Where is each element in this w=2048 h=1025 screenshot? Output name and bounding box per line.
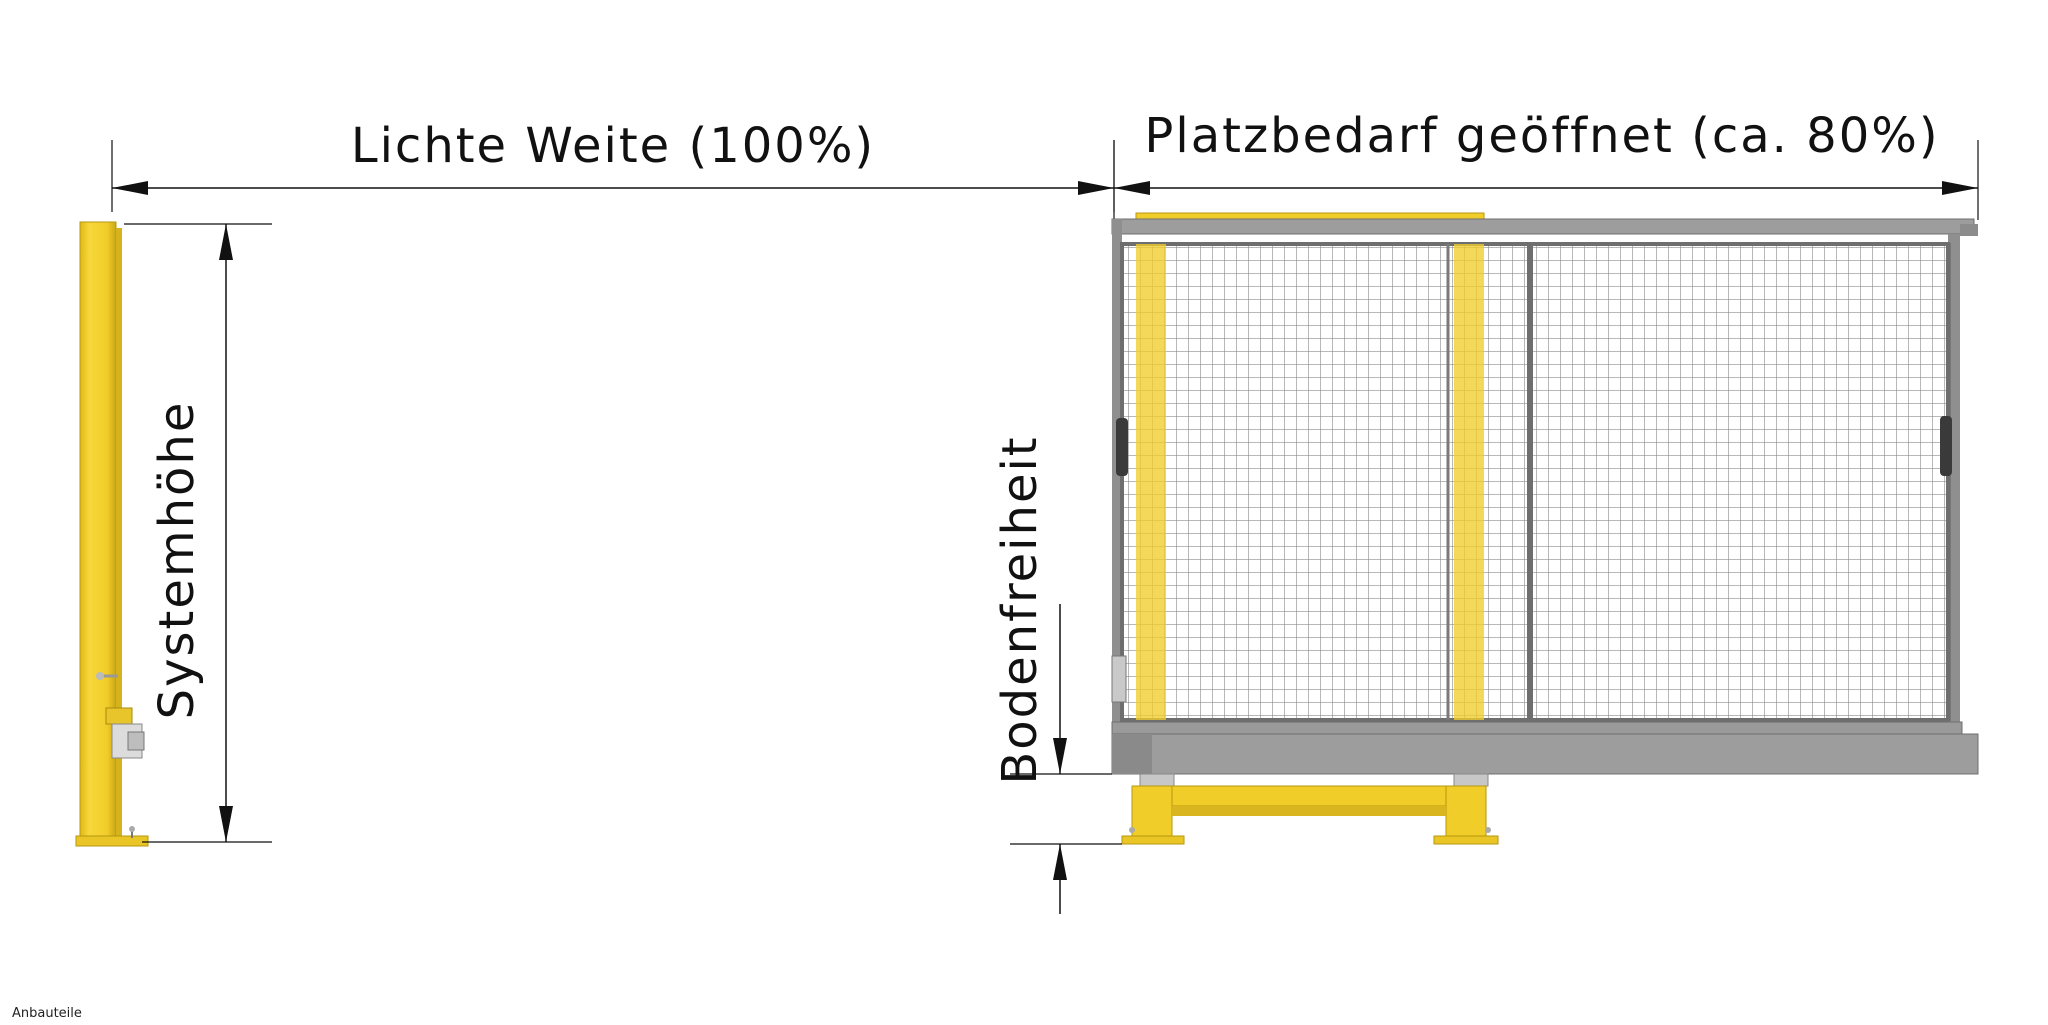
ground-clearance-label: Bodenfreiheit xyxy=(992,435,1048,784)
space-open-label: Platzbedarf geöffnet (ca. 80%) xyxy=(1144,108,1939,164)
space-open-dimension: Platzbedarf geöffnet (ca. 80%) xyxy=(1113,108,1979,220)
clear-width-label: Lichte Weite (100%) xyxy=(351,118,875,174)
system-height-dimension: Systemhöhe xyxy=(124,223,272,843)
clear-width-dimension: Lichte Weite (100%) xyxy=(111,118,1115,212)
system-height-label: Systemhöhe xyxy=(149,401,205,720)
left-post xyxy=(75,221,149,847)
footer-label: Anbauteile xyxy=(12,1006,82,1021)
ground-clearance-dimension: Bodenfreiheit xyxy=(992,435,1122,914)
sliding-gate xyxy=(1111,212,1979,845)
